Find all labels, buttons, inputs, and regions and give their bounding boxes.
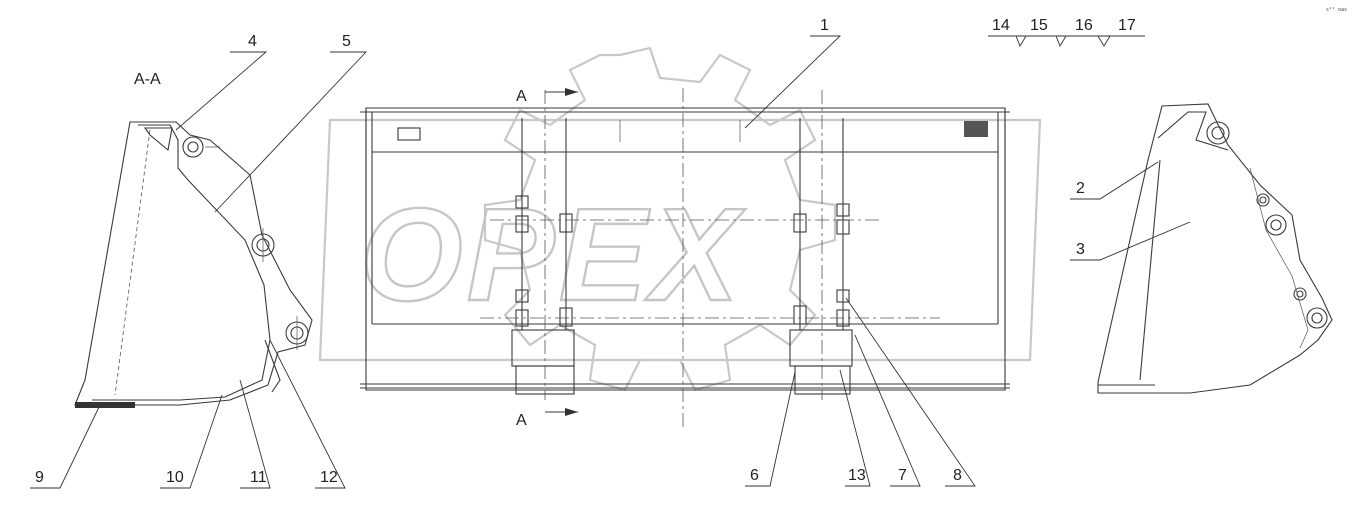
section-title: A-A (134, 71, 161, 88)
callout-9: 9 (35, 469, 44, 486)
callout-13: 13 (848, 467, 866, 484)
leader-lines (30, 35, 1191, 489)
bucket-side-view (1097, 103, 1333, 394)
callout-2: 2 (1076, 180, 1085, 197)
bucket-front-view (360, 88, 1010, 430)
callout-11: 11 (250, 469, 267, 486)
callout-14: 14 (992, 17, 1010, 34)
callout-8: 8 (953, 467, 962, 484)
callout-10: 10 (166, 469, 184, 486)
callout-6: 6 (750, 467, 759, 484)
section-marker-bottom: A (516, 412, 527, 429)
callout-16: 16 (1075, 17, 1093, 34)
callout-numbers: 1 2 3 4 5 6 7 8 9 10 11 12 13 14 15 16 1… (35, 17, 1136, 486)
callout-5: 5 (342, 33, 351, 50)
corner-stamp: s²² oas (1326, 7, 1347, 13)
section-marker-top: A (516, 88, 527, 105)
watermark-text: OPEX (360, 181, 746, 328)
callout-1: 1 (820, 17, 829, 34)
callout-15: 15 (1030, 17, 1048, 34)
callout-7: 7 (898, 467, 907, 484)
callout-4: 4 (248, 33, 257, 50)
callout-17: 17 (1118, 17, 1136, 34)
callout-12: 12 (320, 469, 338, 486)
callout-3: 3 (1076, 241, 1085, 258)
section-view-a-a (74, 121, 313, 408)
